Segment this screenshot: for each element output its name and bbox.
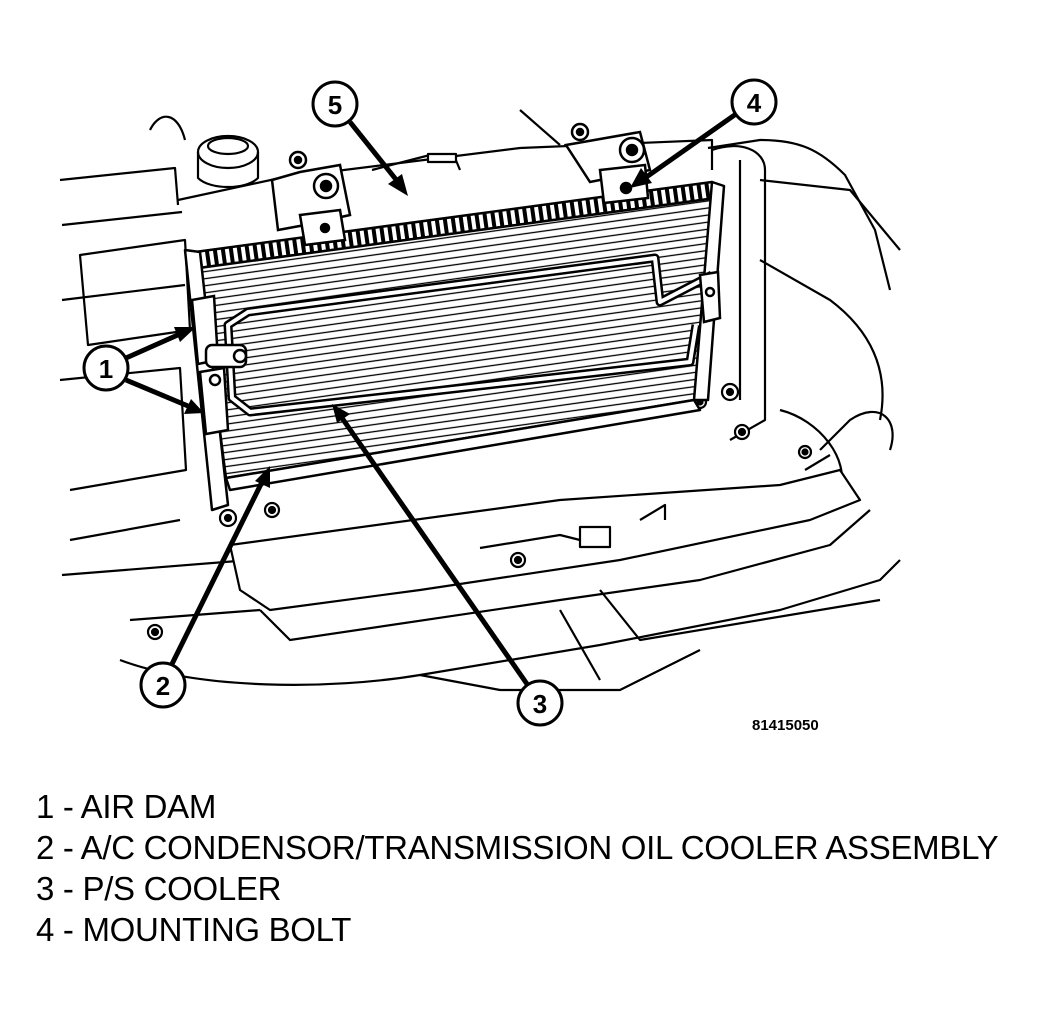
callout-2-circle <box>139 661 187 709</box>
callout-4-circle <box>730 78 778 126</box>
figure-number: 81415050 <box>752 717 819 734</box>
callout-5-arrow <box>348 120 400 184</box>
legend: 1 - AIR DAM 2 - A/C CONDENSOR/TRANSMISSI… <box>36 786 999 950</box>
callout-3: 3 <box>332 404 564 727</box>
air-dam-brackets <box>190 294 248 436</box>
legend-item-ps-cooler: 3 - P/S COOLER <box>36 870 282 907</box>
callout-4-label: 4 <box>747 88 762 118</box>
callout-2: 2 <box>139 466 270 709</box>
callout-1: 1 <box>82 327 204 414</box>
condenser-diagram: 5 4 1 2 3 81415050 <box>59 78 901 734</box>
callout-2-label: 2 <box>156 671 170 701</box>
legend-item-air-dam: 1 - AIR DAM <box>36 788 217 825</box>
callout-3-circle <box>516 679 564 727</box>
callout-5: 5 <box>311 80 408 196</box>
legend-item-mounting-bolt: 4 - MOUNTING BOLT <box>36 911 352 948</box>
callout-3-label: 3 <box>533 689 547 719</box>
callout-1-arrow-b <box>125 377 189 409</box>
callout-1-label: 1 <box>99 354 113 384</box>
callout-4-arrow <box>643 111 738 181</box>
callout-5-label: 5 <box>328 90 342 120</box>
callout-5-circle <box>311 80 359 128</box>
callout-3-arrow <box>339 416 530 686</box>
callout-2-arrow <box>169 480 265 666</box>
callout-1-arrow-a <box>124 331 182 361</box>
radiator-cap <box>196 134 260 170</box>
callout-4: 4 <box>630 78 778 188</box>
condenser-core <box>183 180 726 512</box>
legend-item-condenser-assembly: 2 - A/C CONDENSOR/TRANSMISSION OIL COOLE… <box>36 829 999 866</box>
top-brackets <box>270 122 722 324</box>
callout-1-circle <box>82 344 130 392</box>
